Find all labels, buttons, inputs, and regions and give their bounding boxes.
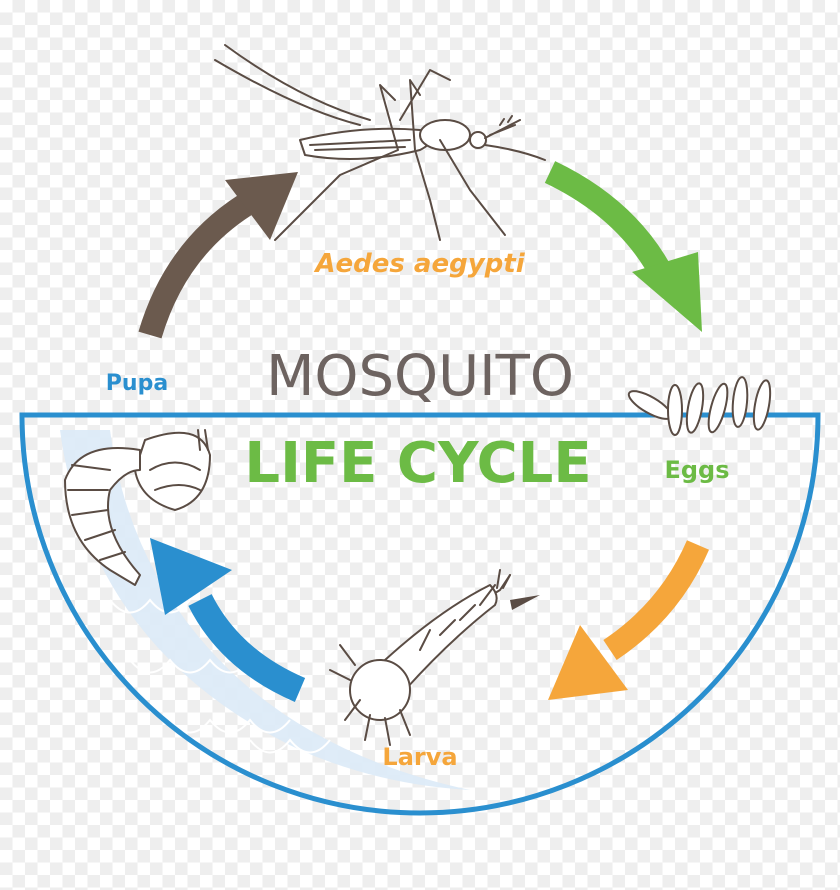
stage-label-larva: Larva (382, 743, 457, 771)
adult-mosquito-illustration (214, 44, 546, 241)
water-line (19, 412, 821, 816)
arrow-larva-to-pupa (150, 538, 306, 702)
arrow-pupa-to-adult (138, 172, 298, 339)
title-line-2: LIFE CYCLE (244, 431, 591, 496)
arrow-eggs-to-larva (548, 540, 710, 700)
species-label: Aedes aegypti (313, 249, 525, 279)
eggs-illustration (627, 376, 772, 436)
arrow-adult-to-eggs (544, 161, 702, 332)
water-ripples (109, 598, 331, 754)
larva-illustration (329, 569, 540, 746)
stage-label-pupa: Pupa (106, 371, 168, 396)
stage-label-eggs: Eggs (664, 456, 729, 484)
pupa-illustration (64, 429, 211, 586)
title-line-1: MOSQUITO (266, 344, 574, 409)
